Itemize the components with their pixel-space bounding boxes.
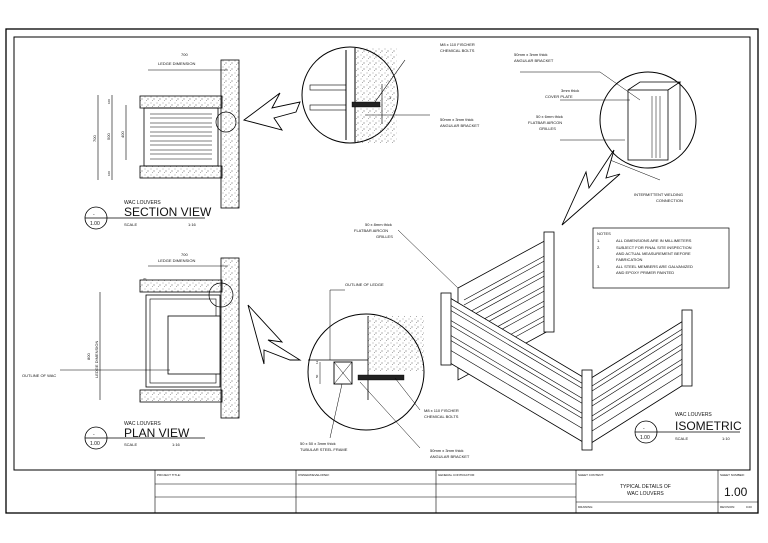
section-detail-bracket-2: ANGULAR BRACKET xyxy=(440,123,480,128)
section-dim-top: 700 xyxy=(181,52,188,57)
note-2-line-2: AND ACTUAL MEASUREMENT BEFORE xyxy=(616,251,691,256)
tb-sheet-content-label: SHEET CONTENT: xyxy=(578,473,604,477)
plan-detail-frame-1: 50 x 50 x 3mm thick xyxy=(300,441,336,446)
note-2-num: 2. xyxy=(597,245,600,250)
section-badge-top: - xyxy=(93,212,95,218)
section-detail-bolts-1: M8 x 110 FISCHER xyxy=(440,42,475,47)
note-2-line-3: FABRICATION xyxy=(616,257,642,262)
section-view: 700 LEDGE DIMENSION 700 500 400 100 100 xyxy=(92,52,301,209)
plan-dim-left: 800 xyxy=(86,353,91,360)
sheet-inner-border xyxy=(13,36,751,471)
iso-flatbar-3: GRILLES xyxy=(376,234,393,239)
iso-scale-label: SCALE xyxy=(675,436,688,441)
plan-dim-small: 70 xyxy=(143,277,147,281)
section-detail-dim: 75 xyxy=(388,96,392,100)
iso-badge-bottom: 1.00 xyxy=(640,435,650,441)
tb-sheet-content-1: TYPICAL DETAILS OF xyxy=(620,484,671,490)
tb-revision: 0.00 xyxy=(746,505,752,509)
section-dim-700: 700 xyxy=(92,135,97,142)
plan-detail-bolts-1: M8 x 110 FISCHER xyxy=(424,408,459,413)
section-dim-500: 500 xyxy=(106,133,111,140)
plan-view-title-text: PLAN VIEW xyxy=(124,426,190,440)
plan-view-title: - 1.00 WAC LOUVERS PLAN VIEW SCALE 1:16 xyxy=(84,421,205,450)
section-detail-bolts-2: CHEMICAL BOLTS xyxy=(440,48,475,53)
tb-drawing-label: DRAWING: xyxy=(578,505,593,509)
section-detail-bracket-1: 50mm x 3mm thick xyxy=(440,117,474,122)
plan-scale-label: SCALE xyxy=(124,442,137,447)
iso-flatbar-2: FLATBAR AIRCON xyxy=(354,228,388,233)
iso-detail-welding-1: INTERMITTENT WELDING xyxy=(634,192,683,197)
sheet-outer-border xyxy=(5,28,759,514)
iso-badge-top: - xyxy=(643,426,645,432)
plan-dim-left-label: LEDGE DIMENSION xyxy=(94,341,99,378)
plan-detail-frame-2: TUBULAR STEEL FRAME xyxy=(300,447,348,452)
note-2-line-1: SUBJECT FOR FINAL SITE INSPECTION xyxy=(616,245,692,250)
iso-detail-welding-2: CONNECTION xyxy=(656,198,683,203)
isometric-title-text: ISOMETRIC xyxy=(675,419,742,433)
tb-owner: OWNER/DEVELOPER: xyxy=(298,473,330,477)
iso-detail-cover-2: COVER PLATE xyxy=(545,94,573,99)
plan-detail-dim-a: 50 xyxy=(315,374,319,378)
plan-detail-outline-ledge: OUTLINE OF LEDGE xyxy=(345,282,384,287)
tb-sheet-number: 1.00 xyxy=(724,485,748,499)
plan-dim-top: 700 xyxy=(181,252,188,257)
section-dim-400: 400 xyxy=(120,131,125,138)
plan-detail-bolts-2: CHEMICAL BOLTS xyxy=(424,414,459,419)
isometric-detail xyxy=(520,71,697,226)
section-callout-arrow xyxy=(242,92,301,131)
note-3-line-2: AND EPOXY PRIMER PAINTED xyxy=(616,270,674,275)
section-dim-100-bottom: 100 xyxy=(107,171,111,176)
iso-detail-flatbar-3: GRILLES xyxy=(539,126,556,131)
plan-badge-bottom: 1.00 xyxy=(90,441,100,447)
note-3-num: 3. xyxy=(597,264,600,269)
plan-label-small: WAC LOUVERS xyxy=(124,421,161,427)
iso-label-small: WAC LOUVERS xyxy=(675,412,712,418)
section-badge-bottom: 1.00 xyxy=(90,221,100,227)
tb-revision-label: REVISION: xyxy=(720,505,735,509)
note-1-line-1: ALL DIMENSIONS ARE IN MILLIMETERS xyxy=(616,238,692,243)
plan-detail-bracket-1: 50mm x 3mm thick xyxy=(430,448,464,453)
notes-heading: NOTES xyxy=(597,231,611,236)
tb-contractor: GENERAL CONTRACTOR: xyxy=(438,473,475,477)
plan-callout-arrow xyxy=(247,304,302,365)
section-detail: 75 xyxy=(301,46,430,144)
section-label-small: WAC LOUVERS xyxy=(124,200,161,206)
section-view-title-text: SECTION VIEW xyxy=(124,205,212,219)
plan-dim-top-label: LEDGE DIMENSION xyxy=(158,258,195,263)
section-view-title: - 1.00 WAC LOUVERS SECTION VIEW SCALE 1:… xyxy=(84,200,212,230)
tb-sheet-number-label: SHEET NUMBER: xyxy=(720,473,745,477)
note-3-line-1: ALL STEEL MEMBERS ARE GALVANIZED xyxy=(616,264,693,269)
plan-detail: 50 12 xyxy=(307,289,425,449)
plan-badge-top: - xyxy=(93,432,95,438)
section-scale-label: SCALE xyxy=(124,222,137,227)
iso-detail-bracket-2: ANGULAR BRACKET xyxy=(514,58,554,63)
iso-flatbar-1: 50 x 8mm thick xyxy=(365,222,392,227)
section-scale: 1:16 xyxy=(188,222,197,227)
plan-scale: 1:16 xyxy=(172,442,181,447)
section-dim-100-top: 100 xyxy=(107,99,111,104)
tb-project-title: PROJECT TITLE: xyxy=(157,473,181,477)
title-block xyxy=(154,470,758,513)
iso-detail-flatbar-2: FLATBAR AIRCON xyxy=(528,120,562,125)
iso-detail-bracket-1: 50mm x 3mm thick xyxy=(514,52,548,57)
plan-view: 700 LEDGE DIMENSION 800 LEDGE DIMENSION … xyxy=(22,252,302,419)
iso-detail-flatbar-1: 50 x 6mm thick xyxy=(536,114,563,119)
iso-detail-cover-1: 3mm thick xyxy=(561,88,579,93)
tb-sheet-content-2: WAC LOUVERS xyxy=(627,491,664,497)
isometric-title: - 1.00 WAC LOUVERS ISOMETRIC SCALE 1:10 xyxy=(634,412,742,444)
iso-scale: 1:10 xyxy=(722,436,731,441)
section-dim-top-label: LEDGE DIMENSION xyxy=(158,61,195,66)
isometric-callout-arrow xyxy=(561,149,621,226)
plan-outline-wac: OUTLINE OF WAC xyxy=(22,373,56,378)
isometric-louver xyxy=(440,231,693,451)
plan-detail-bracket-2: ANGULAR BRACKET xyxy=(430,454,470,459)
notes-box: NOTES 1. ALL DIMENSIONS ARE IN MILLIMETE… xyxy=(592,227,730,289)
note-1-num: 1. xyxy=(597,238,600,243)
plan-detail-dim-b: 12 xyxy=(315,360,319,364)
